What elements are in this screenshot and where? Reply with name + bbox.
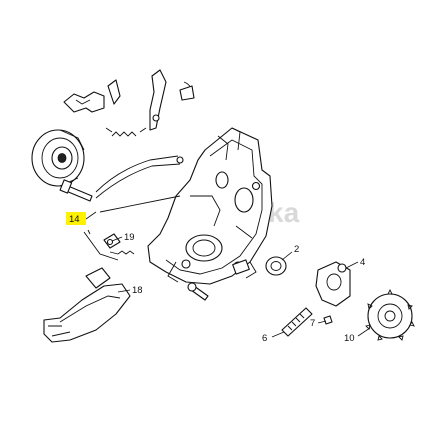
callout-14-label: 14 bbox=[69, 214, 80, 225]
oil-pump-housing bbox=[315, 261, 351, 307]
bushing bbox=[265, 256, 287, 276]
spring-upper bbox=[105, 127, 147, 137]
sleeve bbox=[232, 259, 250, 275]
spring-lower bbox=[109, 250, 135, 255]
callout-7-label: 7 bbox=[310, 318, 315, 329]
handle-cover bbox=[43, 267, 131, 343]
callout-18-label: 18 bbox=[132, 285, 143, 296]
callout-14: 14 bbox=[66, 212, 86, 225]
throttle-trigger-levers bbox=[63, 69, 195, 131]
callout-2-label: 2 bbox=[294, 244, 299, 255]
bolt bbox=[59, 179, 93, 202]
pin bbox=[323, 315, 333, 325]
linkage-cable bbox=[95, 155, 184, 213]
throttle-rod bbox=[83, 229, 119, 261]
callout-4-label: 4 bbox=[360, 257, 365, 268]
drive-gear bbox=[365, 288, 415, 341]
leader-lines bbox=[85, 211, 371, 338]
worm-shaft bbox=[281, 307, 313, 337]
callout-14-highlight bbox=[66, 212, 86, 225]
callout-10-label: 10 bbox=[344, 333, 355, 344]
watermark-text: ka bbox=[268, 197, 300, 228]
crankcase-housing bbox=[147, 127, 273, 285]
callout-19-label: 19 bbox=[124, 232, 135, 243]
callout-6-label: 6 bbox=[262, 333, 267, 344]
clutch-drum bbox=[31, 129, 85, 187]
screw bbox=[187, 282, 209, 301]
